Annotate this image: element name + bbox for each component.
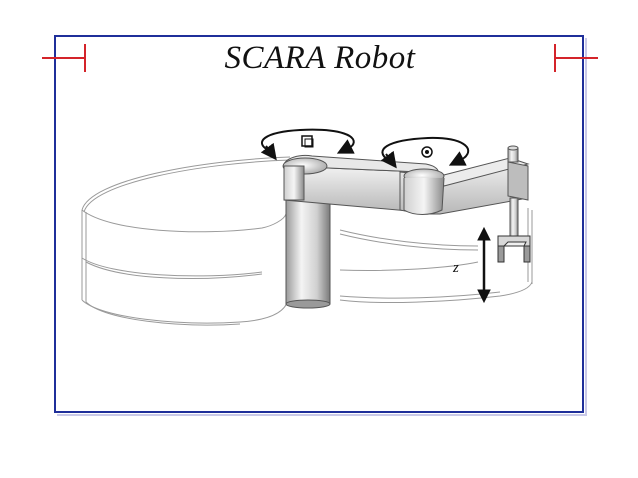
base-rotation-arrow xyxy=(260,128,355,161)
dot-circle-icon xyxy=(421,146,433,158)
square-glyph-icon xyxy=(301,135,314,148)
gripper xyxy=(497,235,531,263)
base-column xyxy=(285,191,331,309)
double-arrow-icon xyxy=(477,226,491,304)
arm-link-1 xyxy=(282,155,439,213)
left-corner-marker xyxy=(42,44,86,72)
elbow-rotation-arrow xyxy=(380,136,470,169)
slide-title: SCARA Robot xyxy=(224,40,416,76)
z-axis-label: z xyxy=(452,260,459,276)
arm-link-2 xyxy=(399,157,530,215)
workspace-envelope xyxy=(81,156,533,326)
frame-shadow xyxy=(57,38,587,416)
right-corner-marker xyxy=(554,44,598,72)
